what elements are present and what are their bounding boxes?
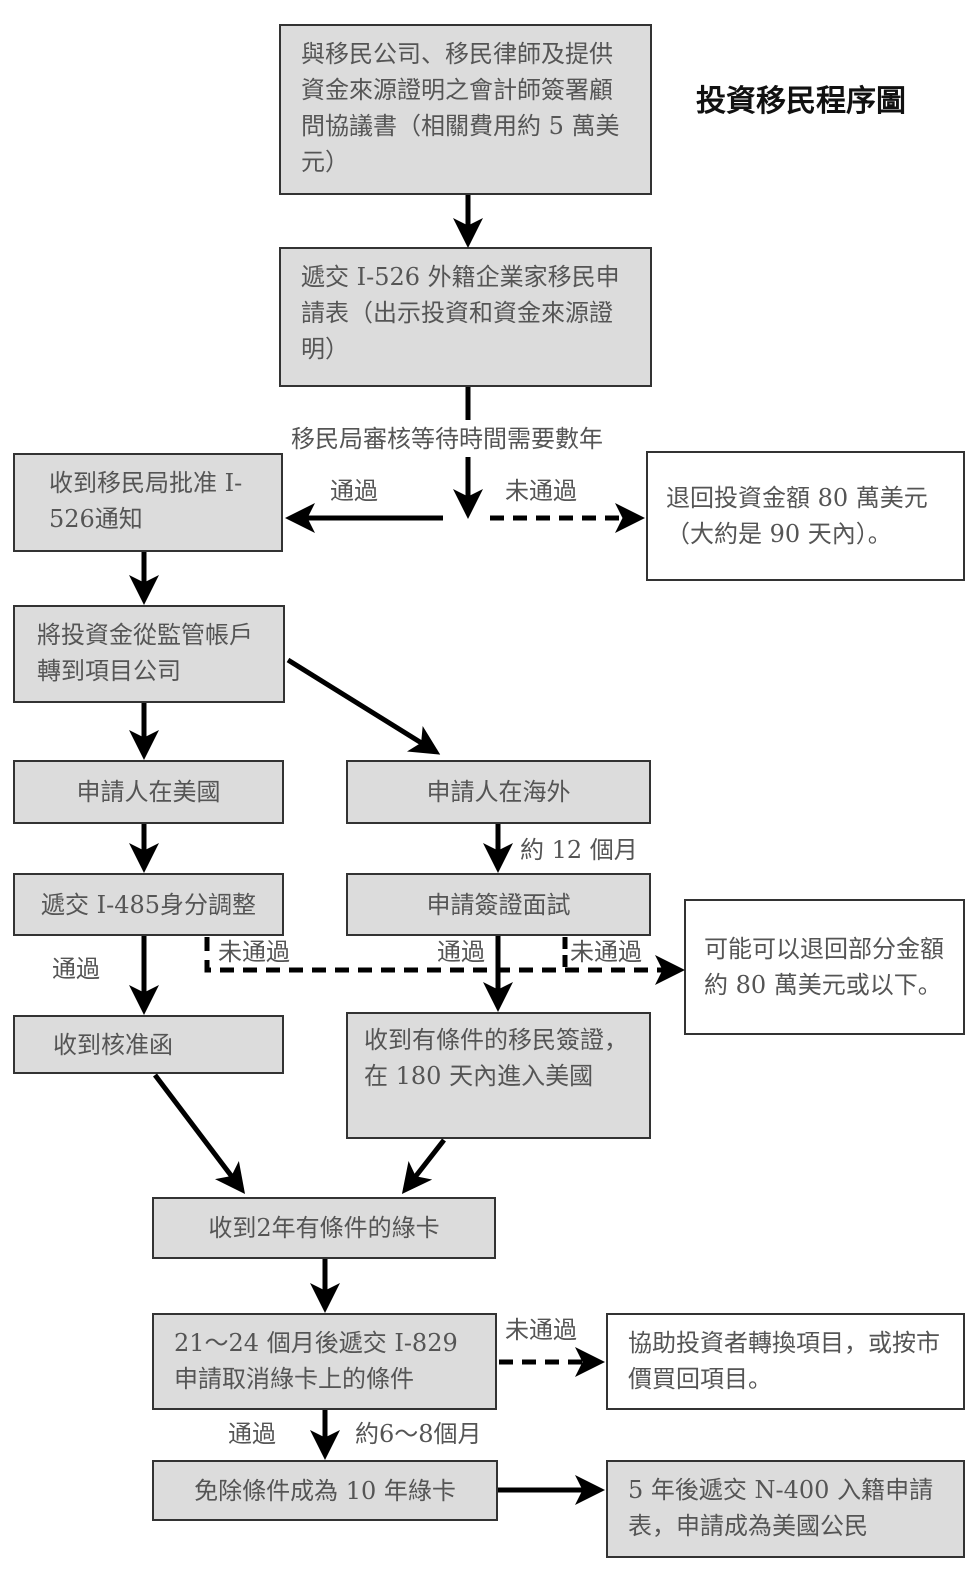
node-submit-i485: 遞交 I-485身分調整: [13, 873, 284, 936]
label-pass-i485: 通過: [52, 955, 100, 983]
label-review-wait: 移民局審核等待時間需要數年: [291, 425, 603, 453]
arrow-transfer-to-abroad: [286, 657, 441, 755]
node-refund-partial: 可能可以退回部分金額約 80 萬美元或以下。: [684, 899, 965, 1035]
node-switch-project: 協助投資者轉換項目，或按市價買回項目。: [606, 1313, 965, 1410]
node-applicant-abroad: 申請人在海外: [346, 760, 651, 824]
label-fail-i485: 未通過: [218, 938, 290, 966]
node-transfer-funds: 將投資金從監管帳戶轉到項目公司: [13, 605, 285, 703]
node-visa-interview: 申請簽證面試: [346, 873, 651, 936]
arrow-visa-to-2yr: [401, 1138, 446, 1194]
label-fail-i526: 未通過: [505, 477, 577, 505]
label-about-6-8-months: 約6～8個月: [355, 1420, 482, 1448]
label-about-12-months: 約 12 個月: [520, 836, 638, 864]
arrow-fail-to-partial-refund: [204, 937, 685, 985]
node-i526-approved: 收到移民局批准 I-526通知: [13, 453, 283, 552]
node-green-card-10yr: 免除條件成為 10 年綠卡: [152, 1460, 498, 1521]
node-submit-i829: 21～24 個月後遞交 I-829 申請取消綠卡上的條件: [152, 1313, 497, 1410]
node-approval-letter: 收到核准函: [13, 1015, 284, 1074]
node-sign-agreement: 與移民公司、移民律師及提供資金來源證明之會計師簽署顧問協議書（相關費用約 5 萬…: [279, 24, 652, 195]
label-pass-interview: 通過: [437, 938, 485, 966]
node-refund-full: 退回投資金額 80 萬美元（大約是 90 天內）。: [646, 451, 965, 581]
node-submit-i526: 遞交 I-526 外籍企業家移民申請表（出示投資和資金來源證明）: [279, 247, 652, 387]
label-pass-i526: 通過: [330, 477, 378, 505]
node-conditional-visa: 收到有條件的移民簽證，在 180 天內進入美國: [346, 1012, 651, 1139]
arrow-approval-to-2yr: [153, 1073, 246, 1194]
node-applicant-in-us: 申請人在美國: [13, 760, 284, 824]
node-submit-n400: 5 年後遞交 N-400 入籍申請表，申請成為美國公民: [606, 1460, 965, 1558]
label-fail-i829: 未通過: [505, 1316, 577, 1344]
node-green-card-2yr: 收到2年有條件的綠卡: [152, 1197, 496, 1259]
label-pass-i829: 通過: [228, 1420, 276, 1448]
diagram-title: 投資移民程序圖: [696, 84, 906, 119]
label-fail-interview: 未通過: [570, 938, 642, 966]
